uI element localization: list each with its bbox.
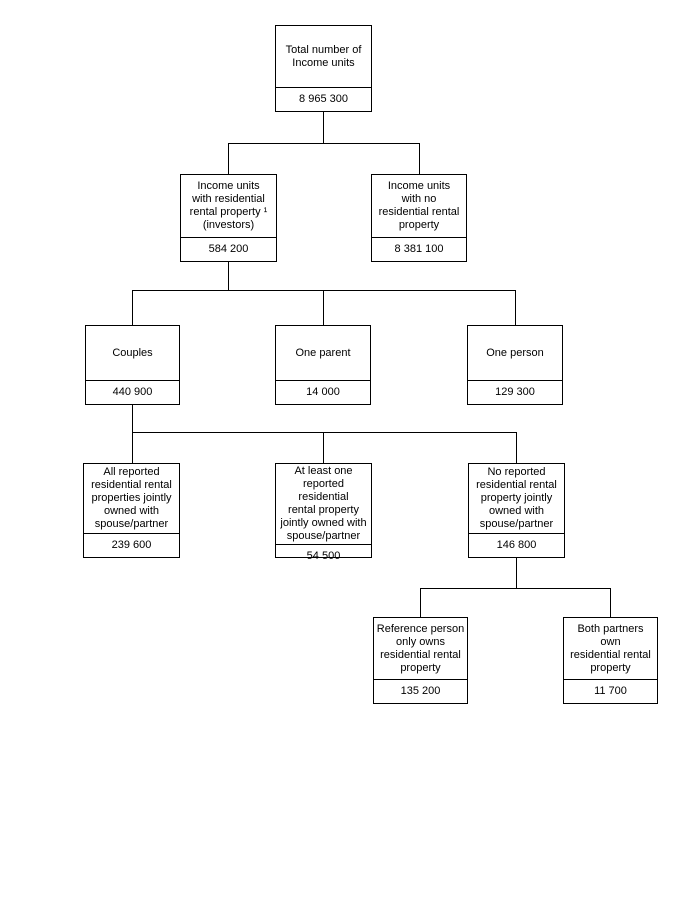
connector-level3-horizontal [132,290,516,291]
node-label: At least one reported residential rental… [280,465,367,542]
node-reference-person-only: Reference person only owns residential r… [373,617,468,704]
connector-to-at-least-one-jointly-owned [323,432,324,463]
node-value: 11 700 [564,679,657,703]
connector-total-down [323,112,324,143]
node-label: No reported residential rental property … [476,466,557,530]
connector-level2-horizontal [228,143,420,144]
node-value: 54 500 [276,544,371,568]
connector-to-couples [132,290,133,325]
node-value: 8 381 100 [372,237,466,261]
connector-couples-down [132,405,133,432]
node-at-least-one-jointly-owned: At least one reported residential rental… [275,463,372,562]
node-total-income-units: Total number of Income units 8 965 300 [275,25,372,112]
connector-to-no-rental-property [419,143,420,174]
node-label: Income units with no residential rental … [378,180,460,231]
node-no-rental-property: Income units with no residential rental … [371,174,467,262]
connector-level4-horizontal [132,432,517,433]
node-label: Both partners own residential rental pro… [570,622,651,674]
node-value: 135 200 [374,679,467,703]
node-couples: Couples 440 900 [85,325,180,405]
node-one-parent: One parent 14 000 [275,325,371,405]
node-value: 146 800 [469,533,564,557]
connector-to-reference-person-only [420,588,421,617]
node-label: Couples [112,346,153,359]
node-label: One parent [295,346,351,359]
connector-to-both-partners [610,588,611,617]
node-all-jointly-owned: All reported residential rental properti… [83,463,180,558]
connector-none-jointly-owned-down [516,558,517,588]
connector-to-all-jointly-owned [132,432,133,463]
connector-to-one-person [515,290,516,325]
node-label: Total number of Income units [285,43,362,69]
connector-to-none-jointly-owned [516,432,517,463]
node-value: 584 200 [181,237,276,261]
connector-to-one-parent [323,290,324,325]
node-value: 8 965 300 [276,87,371,111]
connector-investors-down [228,262,229,290]
connector-level5-horizontal [420,588,611,589]
node-label: One person [486,346,544,359]
node-value: 129 300 [468,380,562,404]
node-label: Reference person only owns residential r… [376,622,465,674]
node-value: 440 900 [86,380,179,404]
node-label: All reported residential rental properti… [91,466,172,530]
node-investors: Income units with residential rental pro… [180,174,277,262]
node-one-person: One person 129 300 [467,325,563,405]
node-none-jointly-owned: No reported residential rental property … [468,463,565,558]
connector-to-investors [228,143,229,174]
node-value: 14 000 [276,380,370,404]
node-label: Income units with residential rental pro… [189,180,268,231]
node-both-partners: Both partners own residential rental pro… [563,617,658,704]
node-value: 239 600 [84,533,179,557]
